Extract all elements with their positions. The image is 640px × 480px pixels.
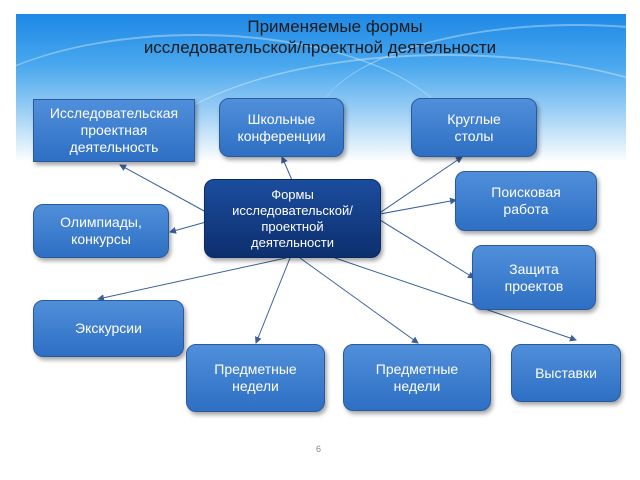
page-number: 6 xyxy=(316,444,322,454)
node-excursions: Экскурсии xyxy=(33,300,184,357)
node-project-defense: Защита проектов xyxy=(472,245,596,310)
slide-title: Применяемые формы исследовательской/прое… xyxy=(0,16,640,58)
node-search-work: Поисковая работа xyxy=(455,171,597,231)
node-center-forms: Формы исследовательской/ проектной деяте… xyxy=(204,179,381,258)
header-wave-decoration xyxy=(16,34,456,162)
slide-title-line-1: Применяемые формы xyxy=(247,17,423,36)
node-subject-weeks-1: Предметные недели xyxy=(186,344,325,412)
node-subject-weeks-2: Предметные недели xyxy=(343,344,491,411)
connector-to-project-defense xyxy=(379,219,475,279)
slide-title-line-2: исследовательской/проектной деятельности xyxy=(143,38,497,57)
connector-to-subject-weeks-2 xyxy=(299,257,419,344)
node-exhibitions: Выставки xyxy=(511,344,621,402)
node-school-conferences: Школьные конференции xyxy=(219,98,344,157)
connector-to-olympiads xyxy=(169,221,207,234)
node-research-project: Исследовательская проектная деятельность xyxy=(33,99,195,162)
node-olympiads: Олимпиады, конкурсы xyxy=(33,204,169,258)
connector-to-research-project xyxy=(119,164,207,213)
node-round-tables: Круглые столы xyxy=(411,98,537,157)
connector-to-round-tables xyxy=(377,156,463,215)
connector-to-search-work xyxy=(379,197,457,215)
connector-to-subject-weeks-1 xyxy=(254,257,291,344)
connector-to-exhibitions xyxy=(334,257,577,342)
connector-to-excursions xyxy=(97,257,287,302)
connector-to-school-conferences xyxy=(281,156,293,181)
